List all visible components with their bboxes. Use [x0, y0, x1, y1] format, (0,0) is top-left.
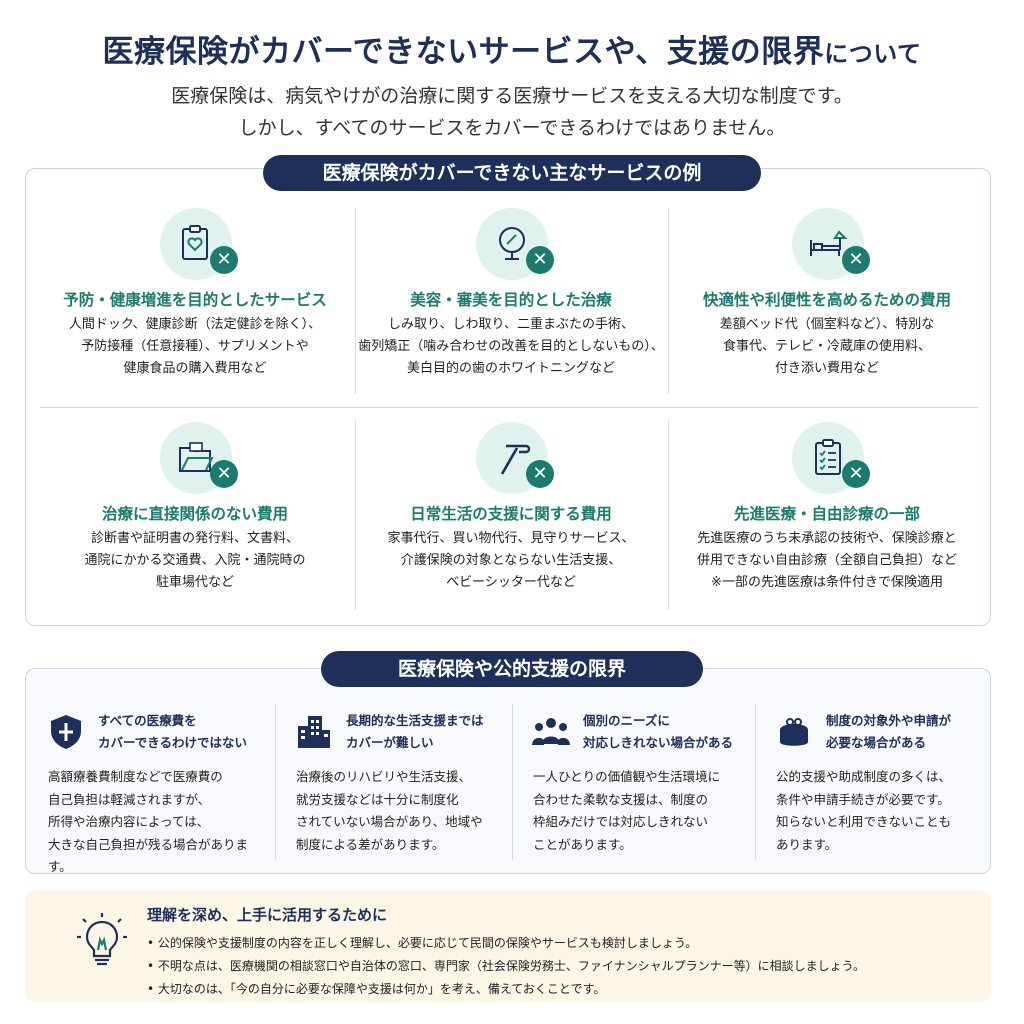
- limit-title: 制度の対象外や申請が 必要な場合がある: [826, 713, 952, 750]
- not-covered-x-icon: ✕: [526, 460, 554, 488]
- limit-item-long-term-support: 長期的な生活支援までは カバーが難しい 治療後のリハビリや生活支援、 就労支援な…: [276, 706, 512, 862]
- card-title: 美容・審美を目的とした治療: [410, 291, 612, 309]
- divider: [512, 704, 513, 860]
- list-item: • 公的保険や支援制度の内容を正しく理解し、必要に応じて民間の保険やサービスも検…: [147, 936, 698, 950]
- limit-body: 公的支援や助成制度の多くは、 条件や申請手続きが必要です。 知らないと利用できな…: [776, 769, 952, 852]
- service-card-advanced-medicine: ✕ 先進医療・自由診療の一部 先進医療のうち未承認の技術や、保険診療と 併用でき…: [670, 420, 984, 640]
- checklist-icon: [815, 439, 841, 475]
- card-title: 日常生活の支援に関する費用: [410, 505, 612, 523]
- uncovered-services-heading: 医療保険がカバーできない主なサービスの例: [263, 155, 761, 191]
- card-body: 人間ドック、健康診断（法定健診を除く）、 予防接種（任意接種）、サプリメントや …: [68, 317, 322, 376]
- divider: [40, 407, 978, 408]
- bed-lamp-icon: [810, 230, 848, 256]
- limits-panel: [25, 668, 991, 874]
- folder-icon: [179, 442, 214, 472]
- card-body: しみ取り、しわ取り、二重まぶたの手術、 歯列矯正（噛み合わせの改善を目的としない…: [358, 317, 664, 376]
- tips-list: • 公的保険や支援制度の内容を正しく理解し、必要に応じて民間の保険やサービスも検…: [147, 932, 865, 1001]
- limit-item-application: 制度の対象外や申請が 必要な場合がある 公的支援や助成制度の多くは、 条件や申請…: [756, 706, 992, 862]
- tips-box: 理解を深め、上手に活用するために • 公的保険や支援制度の内容を正しく理解し、必…: [25, 890, 991, 1002]
- divider: [755, 704, 756, 860]
- service-card-non-treatment: ✕ 治療に直接関係のない費用 診断書や証明書の発行料、文書料、 通院にかかる交通…: [38, 420, 352, 640]
- clipboard-heart-icon: [182, 225, 208, 260]
- people-icon: [532, 718, 570, 745]
- divider: [275, 704, 276, 860]
- divider: [668, 420, 669, 610]
- limit-title: すべての医療費を カバーできるわけではない: [98, 713, 248, 750]
- divider: [355, 208, 356, 394]
- not-covered-x-icon: ✕: [842, 460, 870, 488]
- intro-line-1: 医療保険は、病気やけがの治療に関する医療サービスを支える大切な制度です。: [171, 85, 853, 107]
- service-card-comfort: ✕ 快適性や利便性を高めるための費用 差額ベッド代（個室料など）、特別な 食事代…: [670, 206, 984, 426]
- mirror-icon: [499, 227, 525, 260]
- not-covered-x-icon: ✕: [210, 246, 238, 274]
- service-card-cosmetic: ✕ 美容・審美を目的とした治療 しみ取り、しわ取り、二重まぶたの手術、 歯列矯正…: [354, 206, 668, 426]
- tips-title: 理解を深め、上手に活用するために: [147, 906, 388, 924]
- divider: [355, 420, 356, 610]
- card-title: 快適性や利便性を高めるための費用: [702, 291, 951, 309]
- building-icon: [298, 716, 330, 748]
- limit-item-individual-needs: 個別のニーズに 対応しきれない場合がある 一人ひとりの価値観や生活環境に 合わせ…: [513, 706, 749, 862]
- intro-line-2: しかし、すべてのサービスをカバーできるわけではありません。: [238, 117, 786, 139]
- limit-item-medical-costs: すべての医療費を カバーできるわけではない 高額療養費制度などで医療費の 自己負…: [28, 706, 264, 874]
- card-body: 先進医療のうち未承認の技術や、保険診療と 併用できない自由診療（全額自己負担）な…: [696, 531, 957, 590]
- divider: [668, 208, 669, 394]
- limit-title: 個別のニーズに 対応しきれない場合がある: [583, 713, 734, 750]
- card-title: 治療に直接関係のない費用: [101, 505, 288, 523]
- limit-body: 高額療養費制度などで医療費の 自己負担は軽減されますが、 所得や治療内容によって…: [48, 769, 249, 874]
- list-item: • 大切なのは、「今の自分に必要な保障や支援は何か」を考え、備えておくことです。: [147, 982, 606, 996]
- lightbulb-icon: [77, 913, 127, 966]
- card-title: 予防・健康増進を目的としたサービス: [63, 291, 327, 309]
- service-card-prevention: ✕ 予防・健康増進を目的としたサービス 人間ドック、健康診断（法定健診を除く）、…: [38, 206, 352, 426]
- page-title-suffix: について: [824, 40, 922, 68]
- card-body: 診断書や証明書の発行料、文書料、 通院にかかる交通費、入院・通院時の 駐車場代な…: [84, 531, 306, 590]
- not-covered-x-icon: ✕: [842, 246, 870, 274]
- card-title: 先進医療・自由診療の一部: [733, 505, 920, 523]
- shield-icon: [51, 715, 81, 749]
- limits-heading: 医療保険や公的支援の限界: [321, 651, 703, 687]
- not-covered-x-icon: ✕: [210, 460, 238, 488]
- limit-body: 治療後のリハビリや生活支援、 就労支援などは十分に制度化 されていない場合があり…: [296, 769, 483, 852]
- limit-body: 一人ひとりの価値観や生活環境に 合わせた柔軟な支援は、制度の 枠組みだけでは対応…: [533, 769, 721, 852]
- card-body: 差額ベッド代（個室料など）、特別な 食事代、テレビ・冷蔵庫の使用料、 付き添い費…: [719, 317, 935, 376]
- list-item: • 不明な点は、医療機関の相談窓口や自治体の窓口、専門家（社会保険労務士、ファイ…: [147, 959, 865, 973]
- purse-icon: [780, 718, 808, 746]
- intro-text: 医療保険は、病気やけがの治療に関する医療サービスを支える大切な制度です。 しかし…: [0, 80, 1024, 144]
- page-title-main: 医療保険がカバーできないサービスや、支援の限界: [102, 34, 825, 70]
- not-covered-x-icon: ✕: [526, 246, 554, 274]
- service-card-daily-life: ✕ 日常生活の支援に関する費用 家事代行、買い物代行、見守りサービス、 介護保険…: [354, 420, 668, 640]
- card-body: 家事代行、買い物代行、見守りサービス、 介護保険の対象とならない生活支援、 ベビ…: [387, 531, 635, 590]
- page-title: 医療保険がカバーできないサービスや、支援の限界について: [0, 26, 1024, 71]
- cane-icon: [500, 444, 531, 475]
- limit-title: 長期的な生活支援までは カバーが難しい: [346, 713, 484, 750]
